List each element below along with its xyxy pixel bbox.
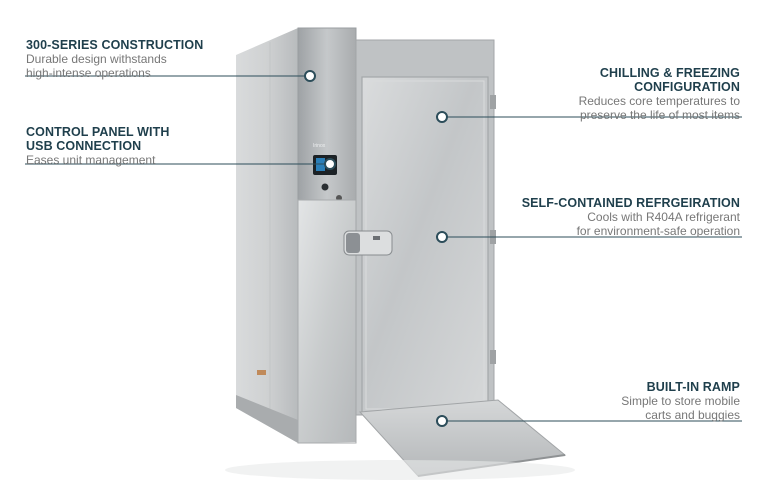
feature-control-panel: CONTROL PANEL WITH USB CONNECTION Eases …: [26, 125, 169, 167]
usb-port: [321, 183, 329, 191]
feature-desc-line: Durable design withstands: [26, 52, 167, 66]
feature-desc-line: Simple to store mobile: [621, 394, 740, 408]
side-vent: [257, 370, 266, 375]
feature-refrigeration: SELF-CONTAINED REFRGEIRATION Cools with …: [522, 196, 740, 238]
feature-title-line: CONTROL PANEL WITH: [26, 125, 170, 139]
callout-dot-refrigeration: [436, 231, 448, 243]
feature-desc-line: for environment-safe operation: [576, 224, 740, 238]
feature-title: 300-SERIES CONSTRUCTION: [26, 38, 204, 52]
feature-title-line: USB CONNECTION: [26, 139, 142, 153]
feature-title: BUILT-IN RAMP: [646, 380, 740, 394]
callout-dot-control-panel: [324, 158, 336, 170]
feature-desc-line: preserve the life of most items: [579, 108, 740, 122]
feature-desc-line: Eases unit management: [26, 153, 156, 167]
door-hinge: [490, 350, 496, 364]
feature-desc-line: high-intense operations: [26, 66, 151, 80]
feature-title-line: CONFIGURATION: [634, 80, 740, 94]
feature-chilling-freezing: CHILLING & FREEZING CONFIGURATION Reduce…: [579, 66, 740, 122]
feature-desc-line: Cools with R404A refrigerant: [587, 210, 740, 224]
feature-ramp: BUILT-IN RAMP Simple to store mobile car…: [621, 380, 740, 422]
feature-desc-line: Reduces core temperatures to: [578, 94, 740, 108]
feature-desc-line: carts and buggies: [645, 408, 740, 422]
door-hinge: [490, 95, 496, 109]
brand-logo: Irinox: [313, 143, 326, 149]
feature-construction: 300-SERIES CONSTRUCTION Durable design w…: [26, 38, 203, 80]
callout-dot-chilling: [436, 111, 448, 123]
feature-title-line: CHILLING & FREEZING: [599, 66, 740, 80]
cabinet-side-wall: [236, 28, 298, 443]
callout-dot-construction: [304, 70, 316, 82]
feature-title: SELF-CONTAINED REFRGEIRATION: [521, 196, 740, 210]
callout-dot-ramp: [436, 415, 448, 427]
